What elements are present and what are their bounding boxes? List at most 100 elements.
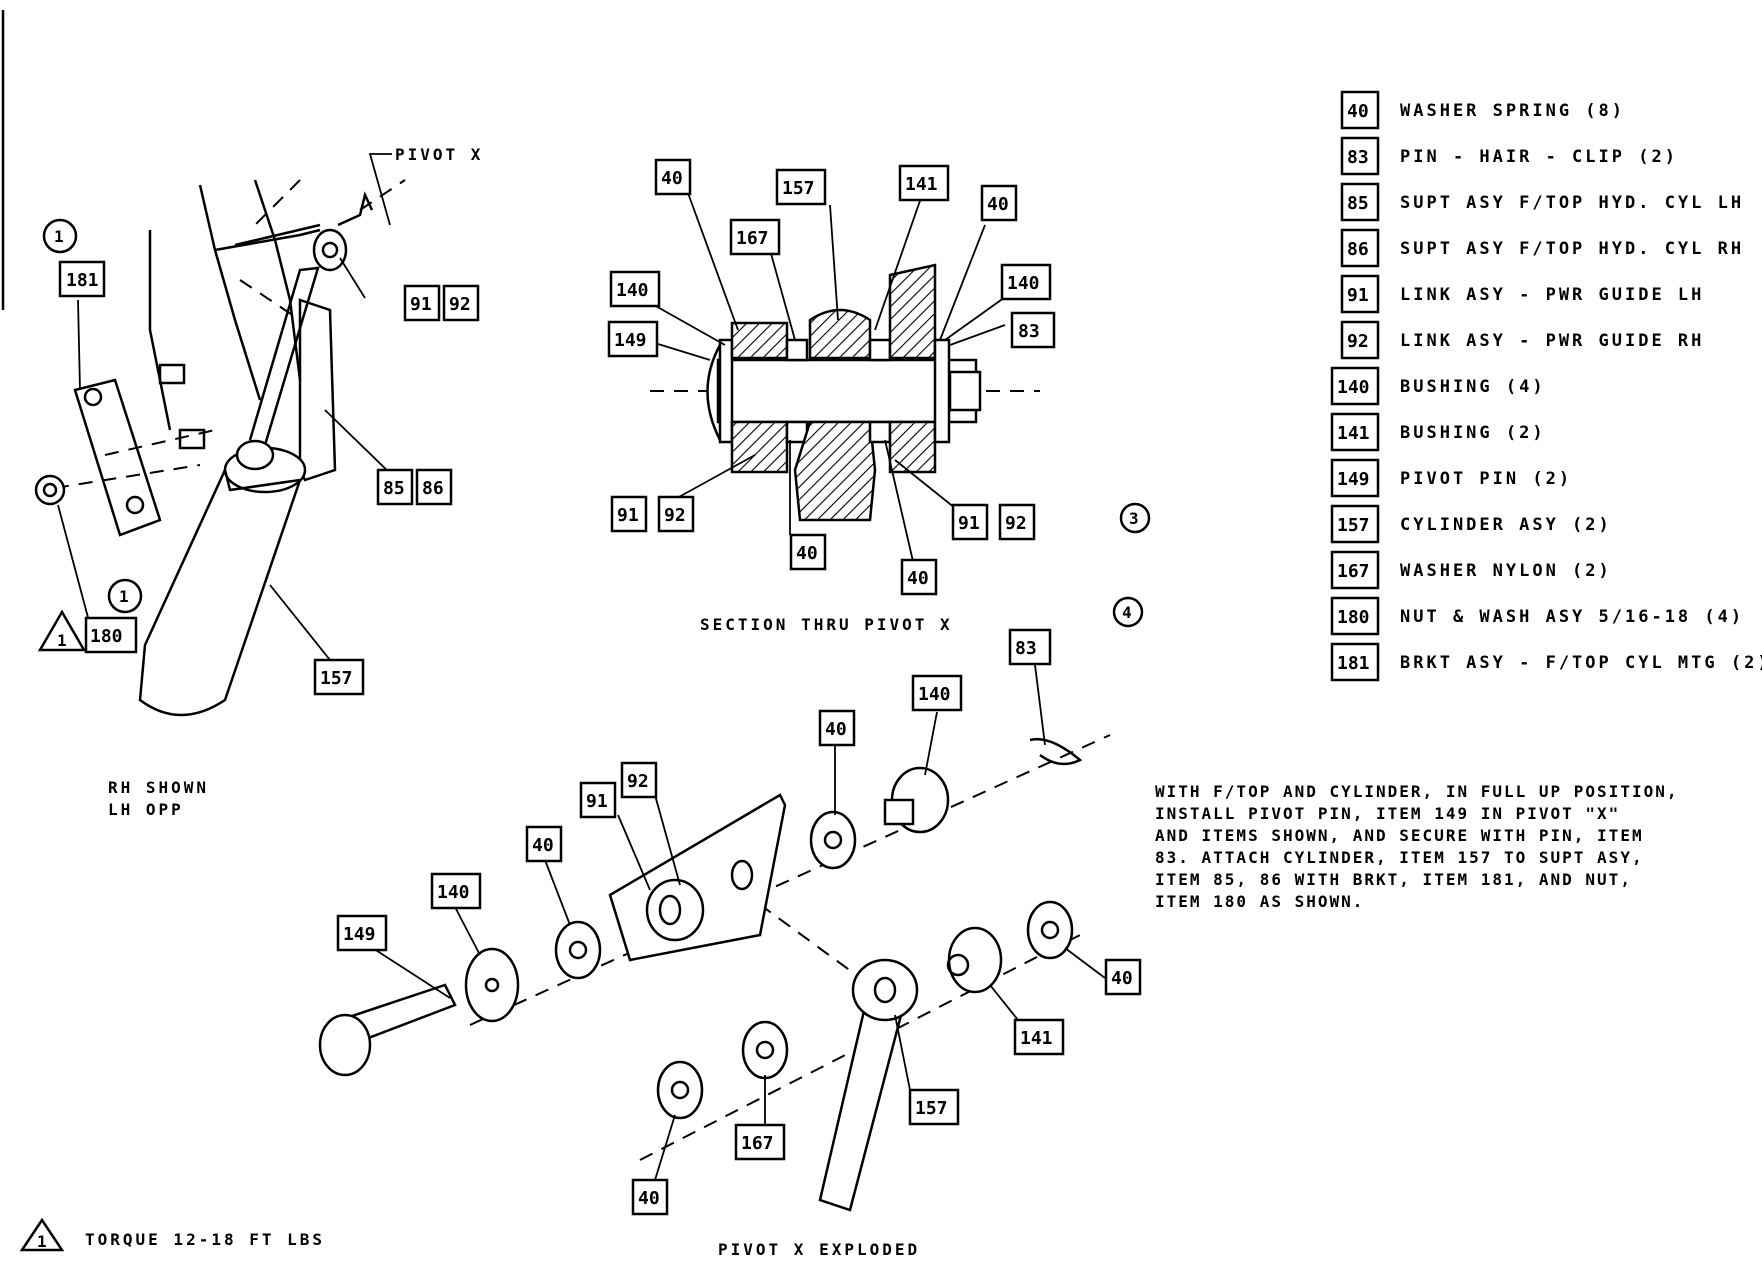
legend-item-description: CYLINDER ASY (2) bbox=[1400, 515, 1612, 535]
legend-item-number-box bbox=[1330, 366, 1380, 406]
svg-text:40: 40 bbox=[987, 194, 1009, 215]
exploded-view bbox=[318, 664, 1111, 1212]
svg-text:149: 149 bbox=[343, 924, 376, 945]
legend-item-number-box bbox=[1330, 412, 1380, 452]
legend-item-description: PIVOT PIN (2) bbox=[1400, 469, 1572, 489]
legend-item-number: 149 bbox=[1337, 469, 1370, 490]
callout-box: 91 bbox=[951, 503, 989, 541]
callout-box: 149 bbox=[336, 914, 388, 952]
lh-opp-label: LH OPP bbox=[108, 800, 184, 819]
legend-item-number-box bbox=[1340, 90, 1380, 130]
callout-box: 181 bbox=[58, 260, 106, 298]
callout-box: 40 bbox=[789, 533, 827, 571]
callout-box: 92 bbox=[442, 284, 480, 322]
legend-item-number-box bbox=[1340, 136, 1380, 176]
callout-box: 140 bbox=[1000, 263, 1052, 301]
legend-item-description: WASHER NYLON (2) bbox=[1400, 561, 1612, 581]
svg-text:86: 86 bbox=[422, 478, 444, 499]
callout-box: 167 bbox=[729, 218, 781, 256]
callout-box: 92 bbox=[620, 761, 658, 799]
circle-marker-3-text: 3 bbox=[1129, 509, 1142, 528]
svg-text:40: 40 bbox=[796, 543, 818, 564]
legend-item-number-box bbox=[1340, 228, 1380, 268]
svg-text:180: 180 bbox=[90, 626, 123, 647]
install-note-line: AND ITEMS SHOWN, AND SECURE WITH PIN, IT… bbox=[1155, 826, 1644, 845]
legend-item-number-box bbox=[1340, 182, 1380, 222]
svg-text:140: 140 bbox=[616, 280, 649, 301]
callout-box: 149 bbox=[607, 320, 659, 358]
legend-item-description: LINK ASY - PWR GUIDE RH bbox=[1400, 331, 1704, 351]
svg-text:140: 140 bbox=[437, 882, 470, 903]
install-note-line: 83. ATTACH CYLINDER, ITEM 157 TO SUPT AS… bbox=[1155, 848, 1644, 867]
circle-marker-4 bbox=[1112, 596, 1144, 628]
legend-item-description: PIN - HAIR - CLIP (2) bbox=[1400, 147, 1678, 167]
torque-ref-number: 1 bbox=[57, 631, 70, 650]
callout-box: 140 bbox=[911, 674, 963, 712]
svg-text:92: 92 bbox=[627, 771, 649, 792]
callout-box: 40 bbox=[525, 825, 563, 863]
callout-box: 40 bbox=[631, 1178, 669, 1216]
callout-box: 40 bbox=[818, 709, 856, 747]
svg-text:91: 91 bbox=[617, 505, 639, 526]
legend-item: 141 BUSHING (2) bbox=[1330, 412, 1546, 452]
callout-box: 83 bbox=[1010, 311, 1056, 349]
legend-item-number: 141 bbox=[1337, 423, 1370, 444]
callout-box: 157 bbox=[775, 168, 827, 206]
circle-marker-4-text: 4 bbox=[1122, 603, 1135, 622]
svg-text:40: 40 bbox=[661, 168, 683, 189]
legend-item-number: 167 bbox=[1337, 561, 1370, 582]
rh-shown-label: RH SHOWN bbox=[108, 778, 209, 797]
svg-text:92: 92 bbox=[449, 294, 471, 315]
svg-text:40: 40 bbox=[638, 1188, 660, 1209]
svg-text:91: 91 bbox=[586, 791, 608, 812]
legend-item-number-box bbox=[1340, 320, 1380, 360]
svg-text:91: 91 bbox=[410, 294, 432, 315]
svg-text:141: 141 bbox=[905, 174, 938, 195]
circle-marker-2 bbox=[107, 578, 143, 614]
callout-box: 140 bbox=[430, 872, 482, 910]
legend-item: 157 CYLINDER ASY (2) bbox=[1330, 504, 1612, 544]
svg-text:91: 91 bbox=[958, 513, 980, 534]
svg-text:181: 181 bbox=[66, 270, 99, 291]
torque-marker-number: 1 bbox=[37, 1232, 50, 1251]
legend-item-number: 86 bbox=[1347, 239, 1369, 260]
torque-note: TORQUE 12-18 FT LBS bbox=[85, 1230, 325, 1249]
callout-box: 92 bbox=[657, 495, 695, 533]
torque-warning-icon bbox=[19, 1217, 65, 1252]
legend-item-description: NUT & WASH ASY 5/16-18 (4) bbox=[1400, 607, 1744, 627]
rh-assembly-view bbox=[34, 153, 406, 717]
legend-item-number: 157 bbox=[1337, 515, 1370, 536]
callout-box: 141 bbox=[898, 164, 950, 202]
svg-text:167: 167 bbox=[741, 1133, 774, 1154]
svg-text:85: 85 bbox=[383, 478, 405, 499]
install-note-line: ITEM 85, 86 WITH BRKT, ITEM 181, AND NUT… bbox=[1155, 870, 1632, 889]
legend-item-description: BUSHING (2) bbox=[1400, 423, 1546, 443]
exploded-title: PIVOT X EXPLODED bbox=[718, 1240, 920, 1259]
callout-box: 157 bbox=[313, 658, 365, 696]
legend-item-number: 85 bbox=[1347, 193, 1369, 214]
svg-text:140: 140 bbox=[918, 684, 951, 705]
callout-box: 40 bbox=[980, 184, 1018, 222]
legend-item-number: 181 bbox=[1337, 653, 1370, 674]
pivot-x-label: PIVOT X bbox=[395, 145, 483, 164]
callout-box: 91 bbox=[610, 495, 648, 533]
svg-text:92: 92 bbox=[1005, 513, 1027, 534]
legend-item-number: 180 bbox=[1337, 607, 1370, 628]
legend-item-number-box bbox=[1340, 274, 1380, 314]
section-view bbox=[644, 192, 1040, 571]
circle-marker-2-text: 1 bbox=[119, 587, 132, 606]
install-note-line: WITH F/TOP AND CYLINDER, IN FULL UP POSI… bbox=[1155, 782, 1678, 801]
legend-item-number-box bbox=[1330, 550, 1380, 590]
callout-box: 85 bbox=[376, 468, 414, 506]
circle-marker-3 bbox=[1119, 502, 1151, 534]
callout-box: 83 bbox=[1008, 628, 1052, 666]
callout-box: 92 bbox=[998, 503, 1036, 541]
